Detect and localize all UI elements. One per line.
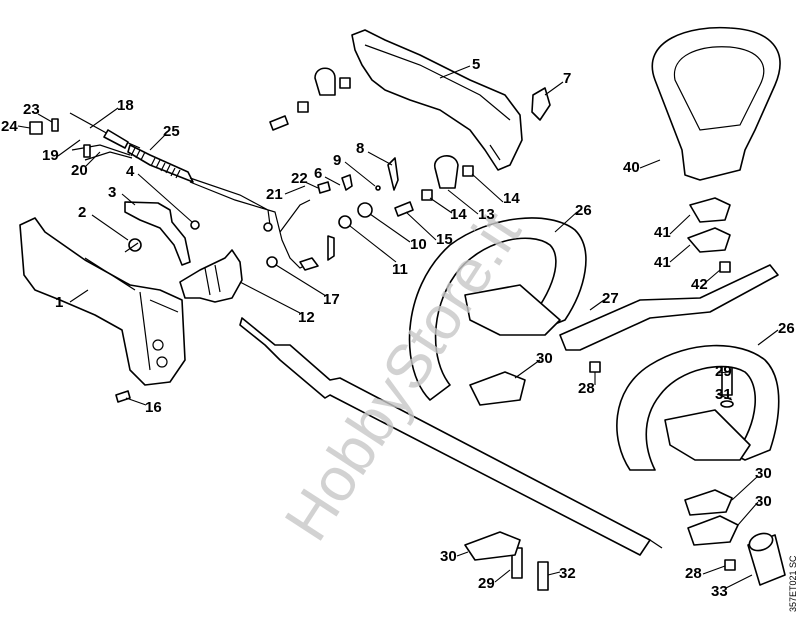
callout-30b: 30 (755, 465, 772, 482)
part-bow-handle-left (408, 217, 587, 401)
part-handle-shell (351, 29, 523, 171)
callout-8: 8 (356, 140, 364, 157)
part-support-arm (559, 264, 779, 351)
callout-20: 20 (71, 162, 88, 179)
callout-4: 4 (126, 163, 135, 180)
part-throttle-trigger (124, 201, 191, 266)
callout-29b: 29 (478, 575, 495, 592)
callout-26b: 26 (778, 320, 795, 337)
callout-9: 9 (333, 152, 341, 169)
callout-41: 41 (654, 224, 671, 241)
callout-21: 21 (266, 186, 283, 203)
callout-42: 42 (691, 276, 708, 293)
callout-3: 3 (108, 184, 116, 201)
part-hardware (115, 67, 736, 591)
callout-14b: 14 (450, 206, 467, 223)
callout-32: 32 (559, 565, 576, 582)
callout-2: 2 (78, 204, 86, 221)
callout-23: 23 (23, 101, 40, 118)
callout-1: 1 (55, 294, 63, 311)
callout-labels: 1 2 3 4 5 6 7 8 9 10 11 12 13 14 14 15 1… (1, 56, 795, 600)
drawing-code: 357ET021 SC (788, 555, 798, 612)
part-loop-handle (651, 26, 781, 181)
callout-30c: 30 (755, 493, 772, 510)
part-throttle-cable (69, 112, 313, 269)
callout-13: 13 (478, 206, 495, 223)
callout-18: 18 (117, 97, 134, 114)
part-ring (190, 220, 200, 230)
callout-40: 40 (623, 159, 640, 176)
callout-28: 28 (578, 380, 595, 397)
callout-29: 29 (715, 363, 732, 380)
callout-22: 22 (291, 170, 308, 187)
callout-33: 33 (711, 583, 728, 600)
callout-28b: 28 (685, 565, 702, 582)
part-clips (29, 118, 399, 271)
callout-27: 27 (602, 290, 619, 307)
callout-17: 17 (323, 291, 340, 308)
callout-10: 10 (410, 236, 427, 253)
part-drive-tube (239, 317, 663, 556)
callout-24: 24 (1, 118, 18, 135)
callout-30: 30 (536, 350, 553, 367)
part-spring (124, 238, 142, 253)
callout-5: 5 (472, 56, 480, 73)
callout-12: 12 (298, 309, 315, 326)
callout-11: 11 (392, 261, 408, 278)
part-brackets (464, 197, 739, 561)
callout-26: 26 (575, 202, 592, 219)
leader-lines (17, 65, 779, 589)
callout-30d: 30 (440, 548, 457, 565)
callout-14: 14 (503, 190, 520, 207)
part-switch-housing (179, 249, 243, 303)
callout-15: 15 (436, 231, 453, 248)
callout-7: 7 (563, 70, 571, 87)
part-bow-handle-right (616, 344, 780, 471)
callout-16: 16 (145, 399, 162, 416)
part-sleeve (747, 532, 786, 586)
callout-41b: 41 (654, 254, 671, 271)
callout-31: 31 (715, 386, 732, 403)
callout-25: 25 (163, 123, 180, 140)
callout-19: 19 (42, 147, 59, 164)
part-handle-housing (19, 217, 186, 386)
callout-6: 6 (314, 165, 322, 182)
